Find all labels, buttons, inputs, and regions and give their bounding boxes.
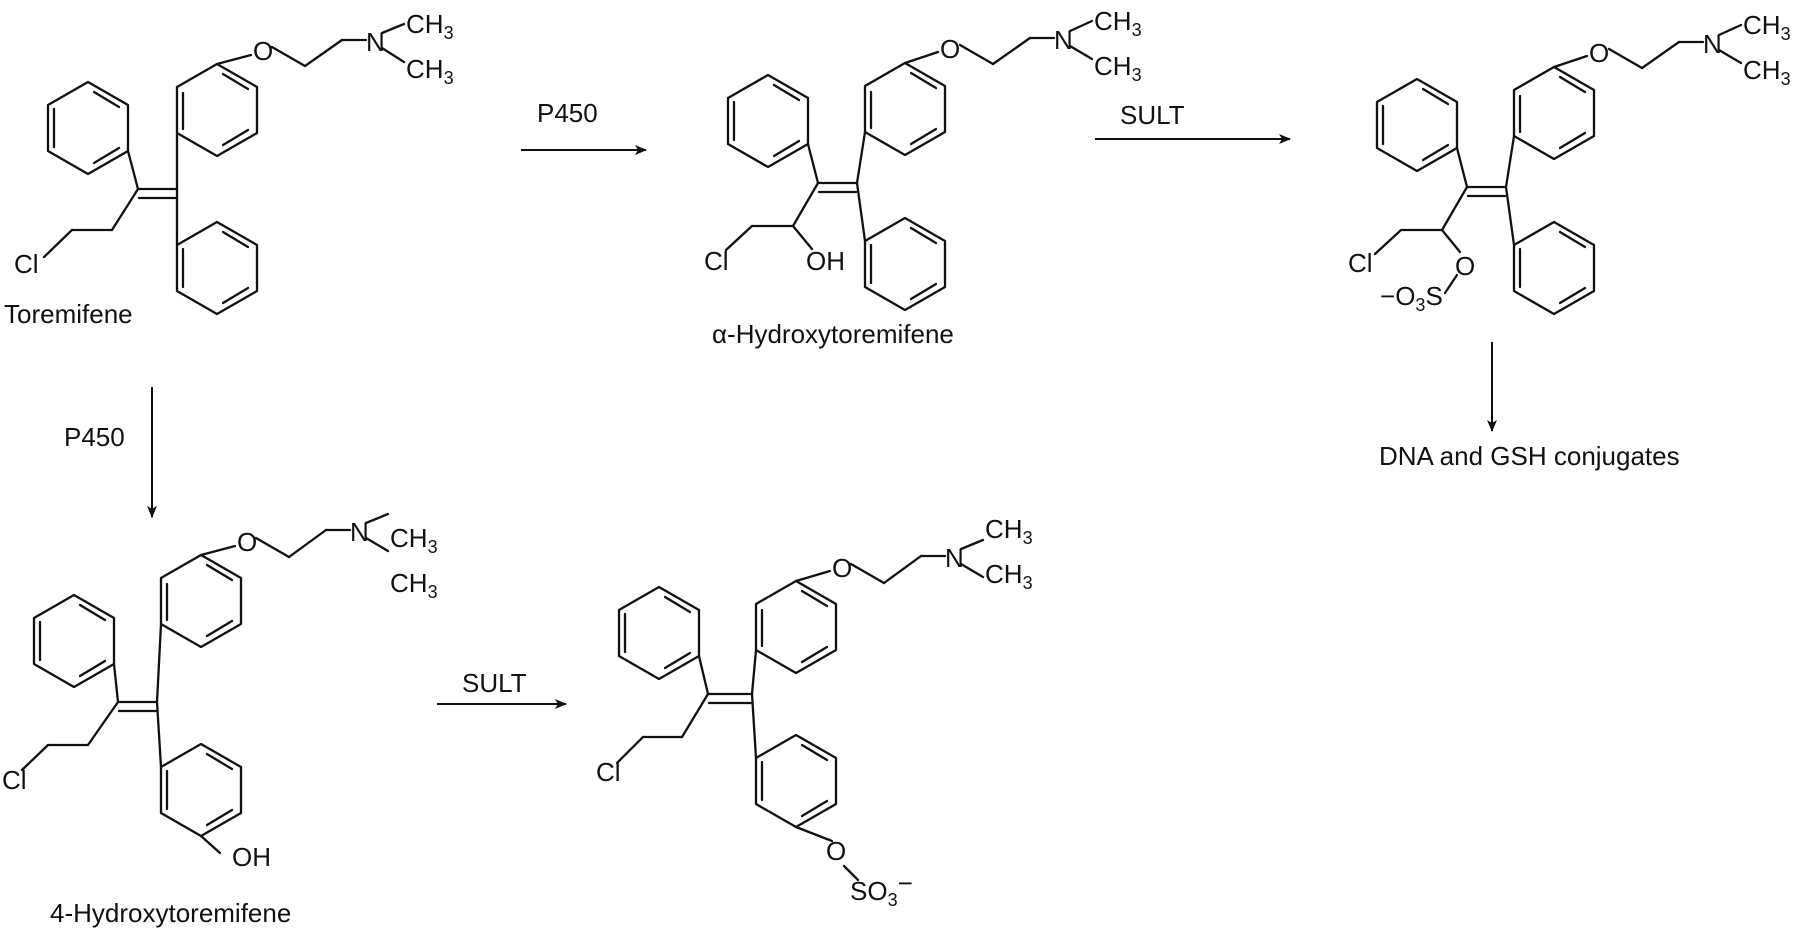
oxygen-label: O <box>1589 38 1609 68</box>
hydroxyl-label: OH <box>806 246 845 276</box>
methyl-label: CH3 <box>390 523 438 557</box>
methyl-label: CH3 <box>406 54 454 88</box>
oxygen-label: O <box>832 553 852 583</box>
nitrogen-label: N <box>945 543 964 573</box>
compound-alpha-hydroxytoremifene: O N CH3 CH3 Cl OH α-Hydroxytoremifene <box>704 6 1142 349</box>
chlorine-label: Cl <box>596 757 621 787</box>
oxygen-label: O <box>826 836 846 866</box>
hydroxyl-label: OH <box>232 842 271 872</box>
arrow-label-p450: P450 <box>537 98 598 128</box>
arrow-sult-to-alpha-sulfate: SULT <box>1095 100 1291 144</box>
methyl-label: CH3 <box>985 514 1033 548</box>
ring-top-right <box>175 62 259 158</box>
product-dna-gsh-conjugates: DNA and GSH conjugates <box>1379 441 1680 471</box>
arrow-p450-to-alpha-hydroxy: P450 <box>521 98 647 155</box>
compound-name-alpha-hydroxytoremifene: α-Hydroxytoremifene <box>712 319 954 349</box>
compound-name-4-hydroxytoremifene: 4-Hydroxytoremifene <box>50 898 291 928</box>
arrow-label-sult: SULT <box>462 668 527 698</box>
methyl-label: CH3 <box>1743 10 1791 44</box>
nitrogen-label: N <box>366 27 385 57</box>
methyl-label: CH3 <box>1743 55 1791 89</box>
compound-4-sulfate: O N CH3 CH3 Cl O SO3− <box>596 514 1033 910</box>
arrow-label-sult: SULT <box>1120 100 1185 130</box>
compound-alpha-sulfate: O N CH3 CH3 Cl O −O3S <box>1348 10 1791 316</box>
nitrogen-label: N <box>1054 25 1073 55</box>
chlorine-label: Cl <box>1348 248 1373 278</box>
ring-top-left <box>46 80 130 176</box>
arrow-label-p450: P450 <box>64 422 125 452</box>
compound-4-hydroxytoremifene: O N CH3 CH3 Cl OH 4-Hydroxytoremifene <box>2 512 438 928</box>
methyl-label: CH3 <box>1094 6 1142 40</box>
oxygen-label: O <box>940 34 960 64</box>
methyl-label: CH3 <box>985 559 1033 593</box>
nitrogen-label: N <box>1703 29 1722 59</box>
compound-name-toremifene: Toremifene <box>4 299 133 329</box>
compound-toremifene: O N CH3 CH3 Cl Toremifene <box>4 9 454 329</box>
sulfate-group-label: SO3− <box>850 868 913 910</box>
chlorine-label: Cl <box>14 249 39 279</box>
chlorine-label: Cl <box>704 246 729 276</box>
arrow-to-conjugates: DNA and GSH conjugates <box>1379 342 1680 471</box>
arrow-p450-to-4-hydroxy: P450 <box>64 387 157 518</box>
chlorine-label: Cl <box>2 765 27 795</box>
sulfate-group-label: −O3S <box>1380 281 1443 315</box>
oxygen-label: O <box>253 36 273 66</box>
methyl-label: CH3 <box>1094 51 1142 85</box>
methyl-label: CH3 <box>390 568 438 602</box>
arrow-sult-to-4-sulfate: SULT <box>437 668 567 709</box>
nitrogen-label: N <box>350 517 369 547</box>
oxygen-label: O <box>1455 251 1475 281</box>
ring-bottom <box>175 220 259 316</box>
methyl-label: CH3 <box>406 9 454 43</box>
oxygen-label: O <box>237 527 257 557</box>
